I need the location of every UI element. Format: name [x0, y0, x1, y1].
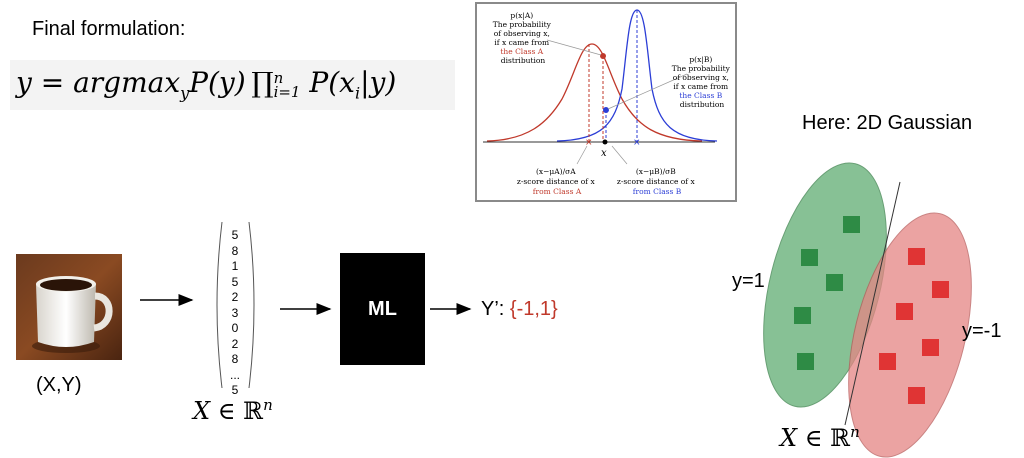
mean-a-marker: ×	[585, 138, 593, 148]
class-neg-point	[879, 353, 896, 370]
leader-a	[546, 39, 602, 56]
class-pos-point	[797, 353, 814, 370]
class-pos-point	[801, 249, 818, 266]
right-title: Here: 2D Gaussian	[802, 112, 973, 134]
vector-value: 1	[231, 259, 239, 273]
feature-vector: 5 8 1 5 2 3 0 2 8 ... 5	[225, 228, 245, 399]
leader-z-b	[611, 145, 628, 165]
vector-right-bracket	[248, 221, 255, 389]
vector-value: 8	[231, 352, 239, 366]
x-point	[602, 139, 608, 145]
zscore-b-label: (x−μB)/σB z-score distance of x from Cla…	[617, 167, 697, 196]
formula-background	[10, 60, 455, 110]
class-pos-point	[826, 274, 843, 291]
class-neg-point	[932, 281, 949, 298]
class-pos-point	[794, 307, 811, 324]
class-neg-point	[922, 339, 939, 356]
p-b-point	[603, 107, 609, 113]
heading: Final formulation:	[32, 18, 186, 40]
input-label: (X,Y)	[36, 374, 82, 396]
x-label: x	[601, 148, 607, 159]
vector-value: 5	[231, 274, 239, 289]
vector-space-label: X ∈ ℝn	[193, 396, 273, 425]
leader-z-a	[576, 145, 588, 165]
vector-value: ...	[229, 367, 240, 382]
decision-boundary	[844, 181, 901, 426]
gaussian-inset: × × p(x|A) The probability of observing …	[475, 2, 737, 202]
gaussian-2d-diagram	[763, 162, 972, 458]
mean-b-marker: ×	[633, 138, 641, 148]
vector-value: 5	[231, 228, 239, 242]
class-neg-point	[896, 303, 913, 320]
vector-value: 5	[231, 383, 239, 397]
vector-left-bracket	[216, 221, 223, 389]
class-neg-point	[908, 387, 925, 404]
class-a-label: p(x|A) The probability of observing x, i…	[493, 11, 553, 65]
vector-value: 2	[231, 290, 239, 304]
class-pos-point	[843, 216, 860, 233]
output-label: Y’: {-1,1}	[481, 298, 558, 321]
output-set: {-1,1}	[509, 298, 558, 320]
vector-value: 8	[231, 243, 239, 258]
vector-value: 0	[231, 321, 239, 335]
class-neg-point	[908, 248, 925, 265]
leader-b	[607, 73, 688, 110]
class-b-label: p(x|B) The probability of observing x, i…	[672, 55, 732, 109]
p-a-point	[600, 53, 606, 59]
zscore-a-label: (x−μA)/σA z-score distance of x from Cla…	[517, 167, 597, 196]
space-label-right: X ∈ ℝn	[780, 423, 860, 452]
ml-box: ML	[340, 253, 425, 365]
class-neg-label: y=-1	[962, 320, 1002, 342]
vector-value: 3	[231, 305, 239, 320]
class-pos-label: y=1	[732, 270, 765, 292]
vector-value: 2	[231, 336, 239, 351]
class-a-curve	[486, 43, 703, 142]
gaussian-figure: × × p(x|A) The probability of observing …	[483, 9, 732, 196]
output-prefix: Y’:	[481, 298, 510, 320]
coffee-cup-image	[16, 254, 122, 360]
